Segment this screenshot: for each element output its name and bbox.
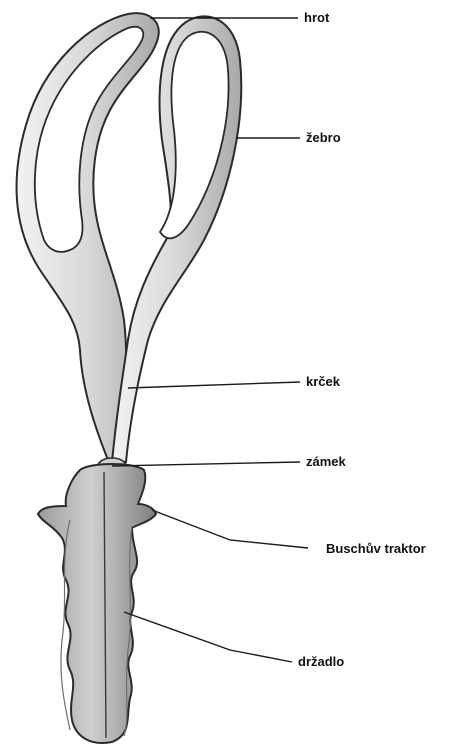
label-drzadlo: držadlo <box>298 654 344 669</box>
leader-drzadlo <box>124 612 292 662</box>
leader-zamek <box>112 462 300 466</box>
leader-krcek <box>128 382 300 388</box>
label-krcek: krček <box>306 374 341 389</box>
leader-traktor <box>152 510 308 548</box>
label-zebro: žebro <box>306 130 341 145</box>
right-blade <box>112 16 241 462</box>
handle <box>38 464 156 743</box>
label-zamek: zámek <box>306 454 347 469</box>
left-blade <box>17 13 159 462</box>
label-buschuv-traktor: Buschův traktor <box>326 541 426 556</box>
label-hrot: hrot <box>304 10 330 25</box>
